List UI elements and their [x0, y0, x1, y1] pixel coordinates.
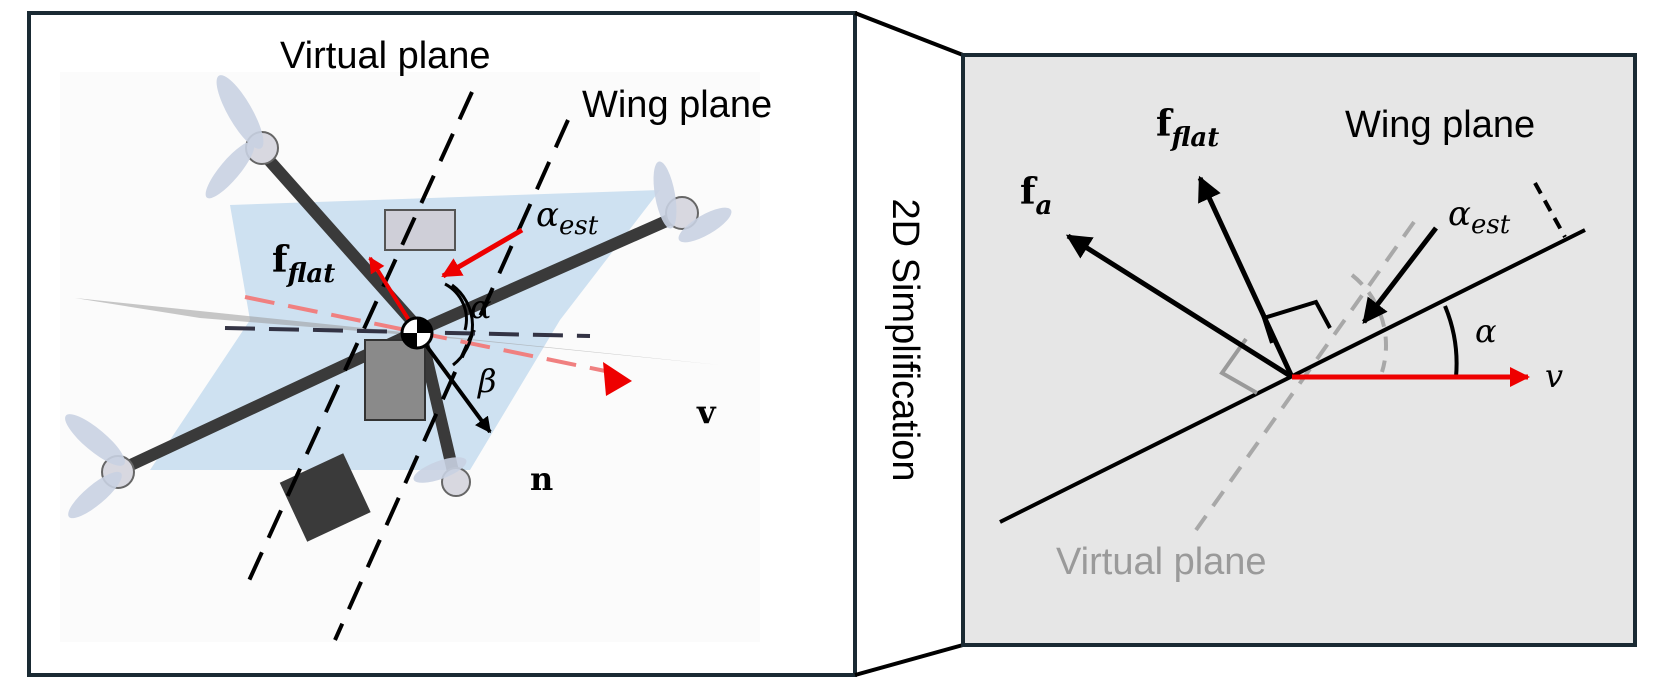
right-wing-plane-label: Wing plane — [1345, 104, 1535, 146]
left-virtual-plane-label: Virtual plane — [280, 35, 491, 77]
right-f-flat-label: fflat — [1156, 103, 1219, 153]
left-wing-plane-label: Wing plane — [582, 84, 772, 126]
left-f-flat-label: fflat — [272, 239, 335, 289]
f-a-label: fa — [1020, 171, 1052, 221]
connector-top-line — [854, 11, 964, 57]
drone-illustration — [60, 72, 760, 642]
right-panel: Wing plane Virtual plane fflat fa αest α… — [961, 53, 1637, 647]
left-beta-label: β — [477, 362, 497, 400]
normal-vector-arrow — [415, 331, 492, 434]
center-of-gravity-icon — [400, 316, 434, 350]
connector-bottom-line — [854, 643, 964, 677]
right-alpha-arc — [1443, 305, 1459, 378]
left-alpha-label: α — [470, 288, 492, 326]
right-f-flat-arrow — [1197, 175, 1295, 379]
right-wing-plane-dash — [1533, 182, 1567, 238]
horizontal-plane — [75, 298, 720, 365]
right-panel-frame — [961, 53, 1637, 647]
gray-right-angle-marker — [1219, 337, 1258, 395]
alpha-est-pointer — [441, 227, 524, 279]
simplification-label: 2D Simplification — [884, 199, 926, 482]
right-v-label: v — [1545, 357, 1563, 395]
velocity-arrowhead — [603, 362, 632, 396]
right-alpha-label: α — [1475, 312, 1497, 350]
left-n-label: n — [530, 460, 553, 498]
beta-arc — [451, 283, 475, 367]
right-virtual-plane-label: Virtual plane — [1056, 541, 1267, 583]
alpha-arc — [444, 282, 468, 331]
left-alpha-est-label: αest — [536, 195, 599, 241]
right-alpha-est-pointer — [1362, 226, 1438, 324]
left-panel: Virtual plane Wing plane fflat αest α β … — [27, 11, 857, 677]
connector: 2D Simplification — [854, 11, 964, 677]
left-v-label: v — [696, 393, 717, 431]
right-alpha-est-label: αest — [1448, 194, 1511, 240]
f-a-arrow — [1065, 233, 1294, 380]
